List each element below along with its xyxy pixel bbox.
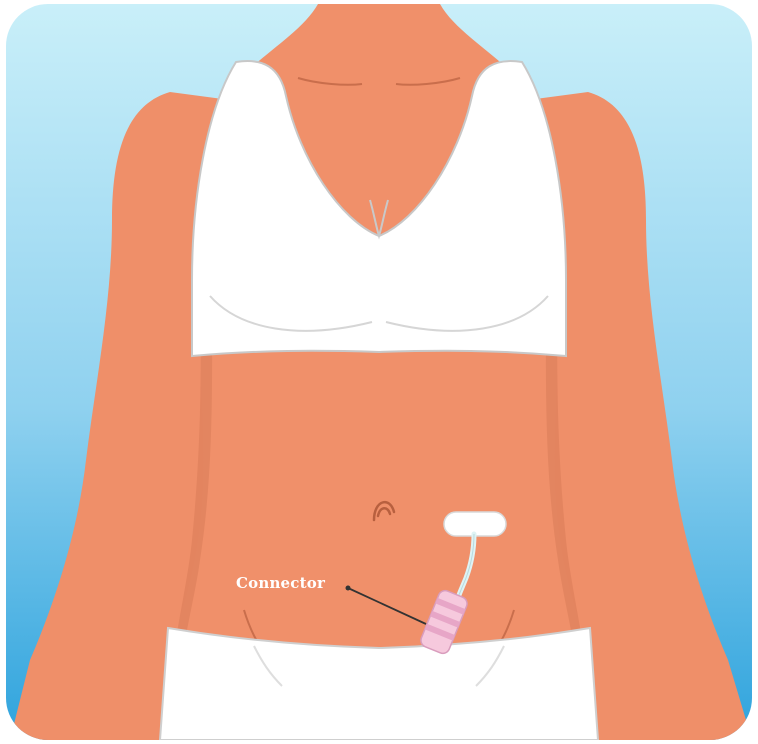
leader-dot [346,586,351,591]
connector-label: Connector [236,574,325,592]
